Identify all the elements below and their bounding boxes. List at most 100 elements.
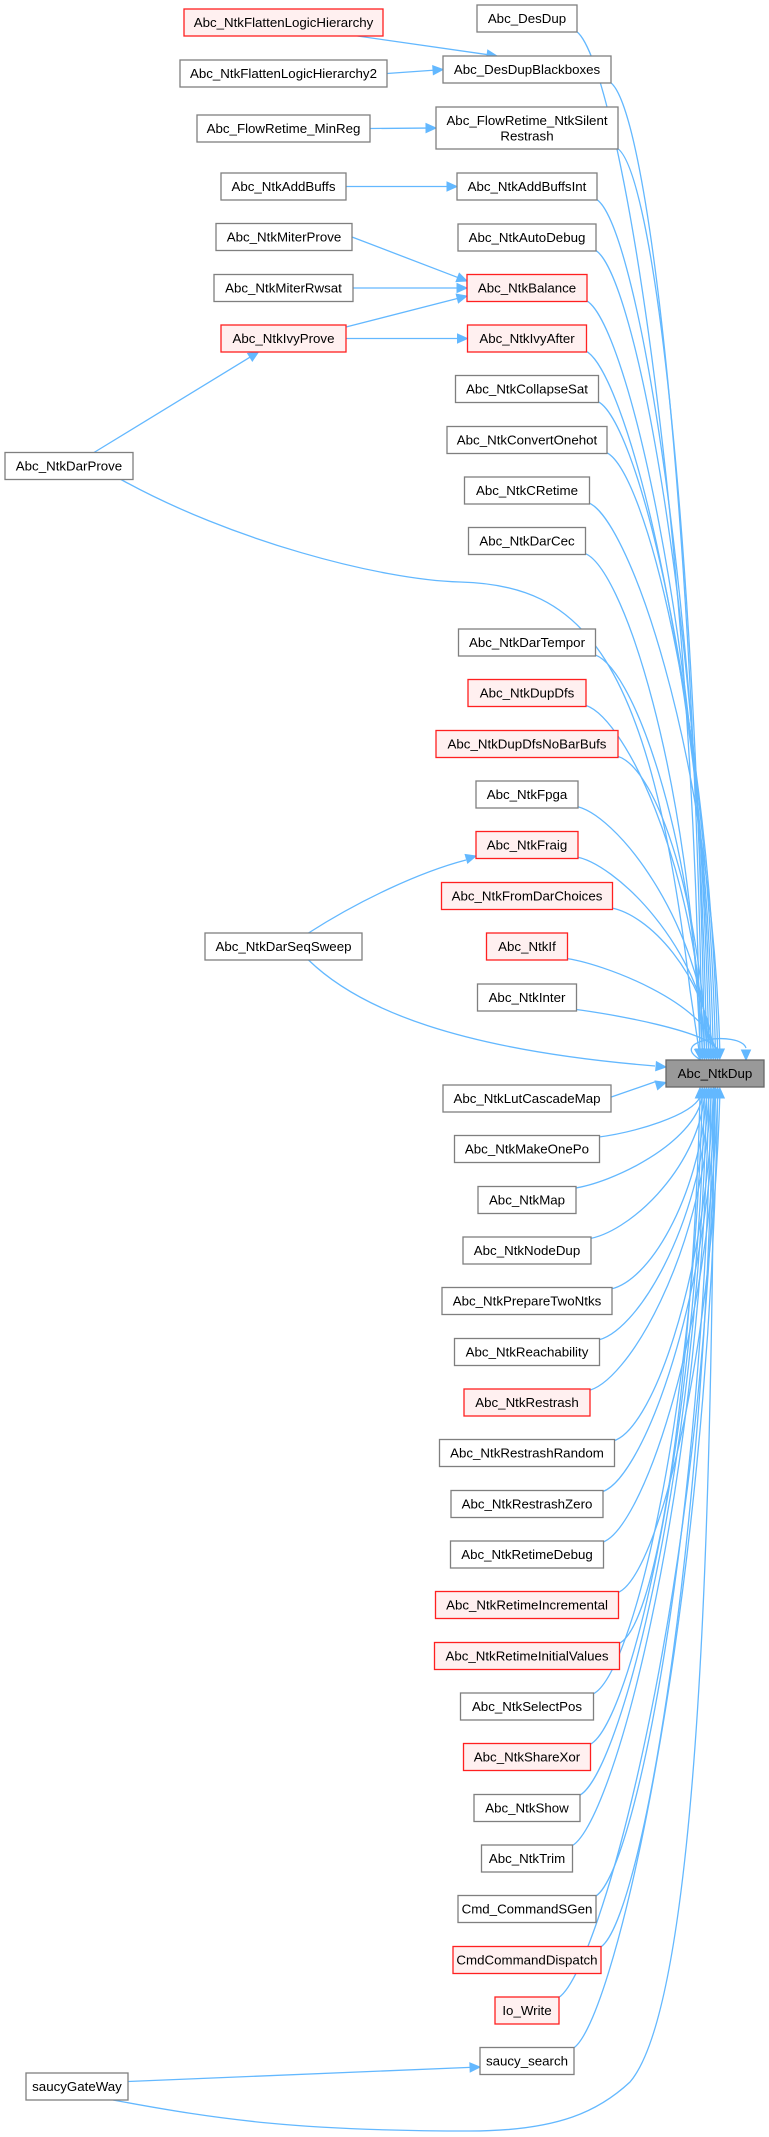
node-cmd-commandsgen[interactable]: Cmd_CommandSGen (457, 1894, 597, 1924)
edge-abc-ntkautodebug-to-abc-ntkdup (591, 248, 715, 1061)
node-abc-ntkif[interactable]: Abc_NtkIf (485, 932, 569, 961)
arrowhead (455, 272, 469, 283)
node-label: Cmd_CommandSGen (462, 1902, 593, 1917)
node-abc-ntkpreparetwontks[interactable]: Abc_NtkPrepareTwoNtks (441, 1286, 613, 1316)
node-label: Abc_NtkAutoDebug (469, 230, 586, 245)
edge-abc-desdupblackboxes-to-abc-ntkdup (606, 80, 708, 1061)
edge-path (569, 1096, 719, 2051)
node-abc-desdupblackboxes[interactable]: Abc_DesDupBlackboxes (442, 55, 612, 84)
node-label: Abc_NtkConvertOnehot (457, 433, 598, 448)
node-abc-ntkmakeonepo[interactable]: Abc_NtkMakeOnePo (453, 1134, 601, 1164)
node-saucygateway[interactable]: saucyGateWay (25, 2072, 129, 2101)
edge-abc-ntkinter-to-abc-ntkdup (572, 1008, 723, 1061)
edge-path (345, 297, 458, 328)
node-box (196, 114, 371, 143)
node-abc-flowretime-minreg[interactable]: Abc_FlowRetime_MinReg (196, 114, 371, 143)
node-abc-ntkmiterprove[interactable]: Abc_NtkMiterProve (215, 222, 353, 252)
edge-abc-ntkaddbuffs-to-abc-ntkaddbuffsint (346, 181, 459, 192)
node-abc-ntkdarprove[interactable]: Abc_NtkDarProve (4, 451, 134, 481)
node-abc-ntkrestrash[interactable]: Abc_NtkRestrash (463, 1388, 591, 1417)
node-abc-ntkselectpos[interactable]: Abc_NtkSelectPos (459, 1692, 595, 1721)
node-abc-ntkaddbuffs[interactable]: Abc_NtkAddBuffs (220, 172, 347, 201)
node-box (466, 273, 588, 303)
node-box (441, 1286, 613, 1316)
edge-path (127, 2066, 471, 2083)
node-abc-ntkretimeinitialvalues[interactable]: Abc_NtkRetimeInitialValues (433, 1641, 621, 1671)
node-abc-ntkdupdfs[interactable]: Abc_NtkDupDfs (467, 678, 587, 708)
edge-path (573, 805, 710, 1051)
node-box (438, 1438, 616, 1468)
node-label: Abc_NtkPrepareTwoNtks (453, 1294, 602, 1309)
node-label: Abc_NtkMiterProve (227, 230, 342, 245)
node-box (25, 2072, 129, 2101)
node-abc-ntkmap[interactable]: Abc_NtkMap (477, 1185, 577, 1215)
node-abc-ntkdartempor[interactable]: Abc_NtkDarTempor (457, 628, 597, 657)
edge-path (572, 1008, 719, 1051)
node-label: Abc_NtkRetimeDebug (461, 1547, 593, 1562)
node-abc-ntksharexor[interactable]: Abc_NtkShareXor (462, 1742, 592, 1772)
node-target-abc-ntkdup[interactable]: Abc_NtkDup (665, 1059, 765, 1088)
node-label: Abc_NtkDarTempor (469, 635, 586, 650)
node-abc-ntkretimeincremental[interactable]: Abc_NtkRetimeIncremental (434, 1590, 620, 1620)
node-label: saucy_search (486, 2054, 568, 2069)
node-box (450, 1489, 604, 1519)
node-saucy-search[interactable]: saucy_search (479, 2046, 575, 2076)
node-abc-ntkfraig[interactable]: Abc_NtkFraig (475, 830, 579, 860)
node-abc-ntkcretime[interactable]: Abc_NtkCRetime (463, 476, 591, 505)
node-abc-ntkflattenlogichierarchy2[interactable]: Abc_NtkFlattenLogicHierarchy2 (179, 59, 388, 88)
edge-abc-flowretime-ntksilentrestrash-to-abc-ntkdup (613, 146, 710, 1061)
node-box (220, 172, 347, 201)
node-abc-ntkbalance[interactable]: Abc_NtkBalance (466, 273, 588, 303)
node-abc-ntkrestrashrandom[interactable]: Abc_NtkRestrashRandom (438, 1438, 616, 1468)
node-abc-ntkretimedebug[interactable]: Abc_NtkRetimeDebug (449, 1540, 605, 1569)
node-abc-ntkautodebug[interactable]: Abc_NtkAutoDebug (457, 223, 597, 252)
node-abc-ntkflattenlogichierarchy[interactable]: Abc_NtkFlattenLogicHierarchy (183, 8, 384, 37)
node-abc-ntkaddbuffsint[interactable]: Abc_NtkAddBuffsInt (456, 172, 598, 201)
node-abc-ntkconvertonehot[interactable]: Abc_NtkConvertOnehot (446, 425, 608, 455)
edges-layer (93, 29, 752, 2132)
node-label: Abc_NtkNodeDup (474, 1243, 580, 1258)
node-box (456, 172, 598, 201)
node-box (466, 324, 588, 353)
edge-path (591, 653, 703, 1051)
node-label: Abc_NtkRestrashRandom (450, 1446, 604, 1461)
edge-path (357, 35, 488, 56)
node-label: Abc_FlowRetime_MinReg (207, 121, 361, 136)
node-label: Abc_NtkRestrash (475, 1395, 578, 1410)
node-abc-ntkivyafter[interactable]: Abc_NtkIvyAfter (466, 324, 588, 353)
node-box (459, 1692, 595, 1721)
arrowhead (446, 181, 459, 192)
node-abc-ntkmiterrwsat[interactable]: Abc_NtkMiterRwsat (213, 273, 354, 303)
node-cmdcommanddispatch[interactable]: CmdCommandDispatch (452, 1945, 602, 1975)
node-abc-ntkfromdarchoices[interactable]: Abc_NtkFromDarChoices (440, 881, 614, 911)
node-box (179, 59, 388, 88)
node-box (480, 1844, 574, 1873)
edge-path (93, 356, 251, 454)
node-label: Abc_NtkShow (485, 1801, 569, 1816)
node-abc-ntkrestrashzero[interactable]: Abc_NtkRestrashZero (450, 1489, 604, 1519)
node-abc-ntkdarseqsweep[interactable]: Abc_NtkDarSeqSweep (204, 932, 363, 961)
node-label: Abc_NtkDup (678, 1066, 753, 1081)
node-abc-ntkfpga[interactable]: Abc_NtkFpga (475, 780, 579, 809)
node-abc-ntktrim[interactable]: Abc_NtkTrim (480, 1844, 574, 1873)
node-io-write[interactable]: Io_Write (494, 1996, 560, 2025)
edge-path (606, 1080, 657, 1100)
edge-path (571, 1096, 703, 1190)
node-abc-ntknodedup[interactable]: Abc_NtkNodeDup (462, 1236, 592, 1265)
node-abc-ntkdupdfsnobarbufs[interactable]: Abc_NtkDupDfsNoBarBufs (435, 729, 619, 759)
node-abc-ntklutcascademap[interactable]: Abc_NtkLutCascadeMap (442, 1084, 612, 1113)
node-abc-ntkinter[interactable]: Abc_NtkInter (476, 983, 578, 1012)
node-abc-ntkcollapsesat[interactable]: Abc_NtkCollapseSat (454, 374, 600, 404)
node-abc-ntkdarcec[interactable]: Abc_NtkDarCec (467, 526, 587, 556)
node-label: Abc_NtkMiterRwsat (225, 281, 342, 296)
edge-path (607, 1096, 708, 1291)
node-abc-ntkshow[interactable]: Abc_NtkShow (473, 1793, 581, 1823)
arrowhead (654, 1080, 668, 1091)
node-abc-ntkreachability[interactable]: Abc_NtkReachability (453, 1337, 601, 1367)
edge-path (568, 1096, 710, 1848)
node-abc-desdup[interactable]: Abc_DesDup (476, 4, 578, 33)
node-abc-ntkivyprove[interactable]: Abc_NtkIvyProve (220, 324, 347, 353)
edge-path (613, 754, 708, 1051)
